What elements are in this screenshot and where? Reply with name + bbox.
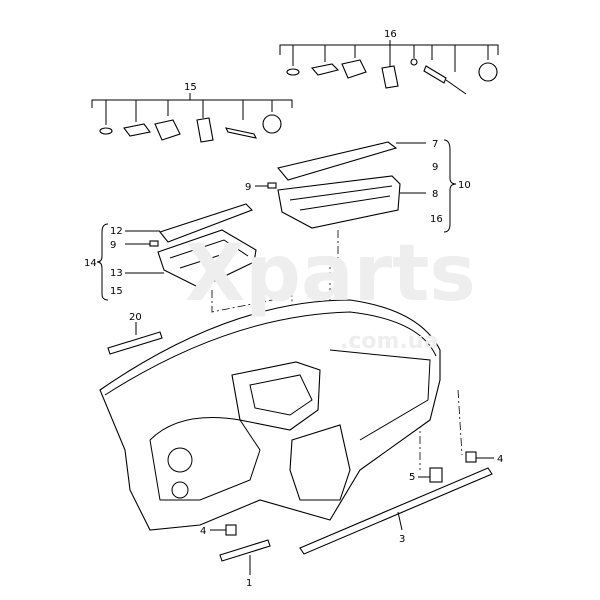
callout-7: 7: [432, 139, 438, 150]
callout-4-right: 4: [497, 454, 503, 465]
fastener-group-15: [91, 93, 293, 143]
callout-13: 13: [110, 268, 123, 279]
callout-15-top: 15: [184, 82, 197, 93]
callout-20: 20: [129, 312, 142, 323]
callout-15-left: 15: [110, 286, 123, 297]
callout-12: 12: [110, 226, 123, 237]
part-4-clip-left: [225, 524, 237, 536]
callout-9-glovebox: 9: [245, 182, 251, 193]
callout-16-right: 16: [430, 214, 443, 225]
callout-10: 10: [458, 180, 471, 191]
watermark-sub-text: .com.ua: [340, 329, 438, 354]
part-5-clip: [429, 467, 443, 483]
dashboard-panel: [99, 299, 441, 531]
callout-14: 14: [84, 258, 97, 269]
part-20-bracket: [107, 322, 163, 355]
callout-9-right: 9: [432, 162, 438, 173]
lower-storage-compartment: [125, 203, 257, 289]
callout-4-left: 4: [200, 526, 206, 537]
fastener-group-16: [279, 40, 499, 95]
callout-8: 8: [432, 189, 438, 200]
callout-3: 3: [399, 534, 405, 545]
watermark-text: Xparts: [185, 229, 476, 319]
callout-9-left: 9: [110, 240, 116, 251]
upper-storage-compartment: [277, 141, 426, 229]
part-1-trim-cover: [219, 539, 271, 562]
part-3-trim-strip: [299, 467, 493, 555]
part-4-clip-right: [465, 451, 477, 463]
callout-1: 1: [246, 578, 252, 589]
callout-16-top: 16: [384, 29, 397, 40]
callout-5: 5: [409, 472, 415, 483]
